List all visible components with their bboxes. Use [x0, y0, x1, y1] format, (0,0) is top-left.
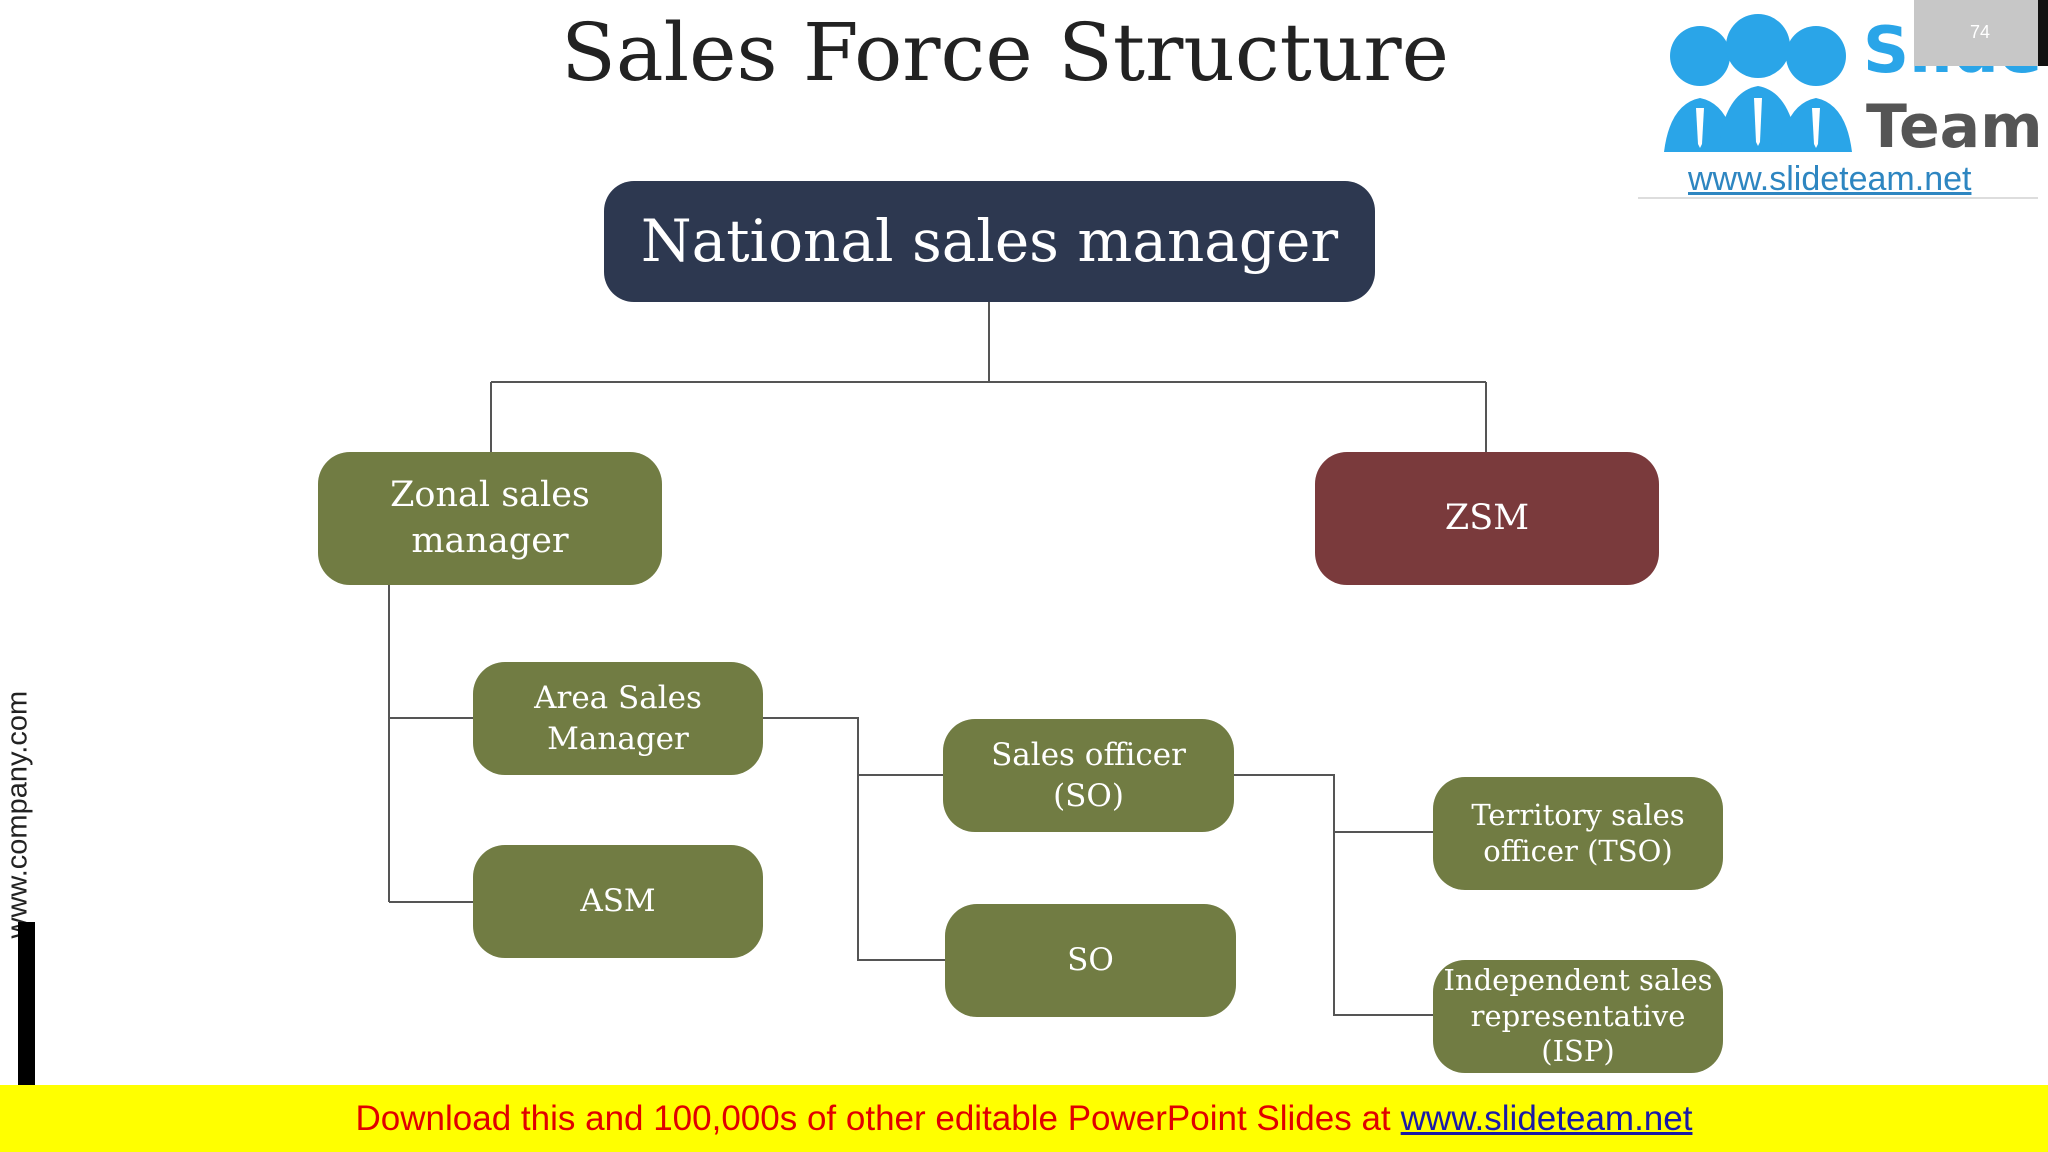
people-icon — [1664, 14, 1852, 152]
node-label: Zonal sales manager — [390, 475, 590, 561]
slide-title: Sales Force Structure — [561, 6, 1449, 99]
node-area-sales-manager: Area Sales Manager — [473, 662, 763, 775]
node-label: National sales manager — [640, 206, 1339, 275]
node-label: Independent sales representative (ISP) — [1443, 963, 1713, 1069]
page-number-tab — [1914, 0, 2038, 66]
node-label: ZSM — [1444, 497, 1530, 538]
connector-national-to-zones — [490, 302, 1487, 452]
edge-bar — [2038, 0, 2048, 66]
node-label: Area Sales Manager — [534, 680, 702, 757]
node-label: SO — [1067, 942, 1114, 979]
node-territory-sales-officer: Territory sales officer (TSO) — [1433, 777, 1723, 890]
node-zsm: ZSM — [1315, 452, 1659, 585]
connector-zonal-to-area — [388, 585, 473, 903]
connector-officer-to-territory — [1233, 774, 1433, 1016]
node-zonal-sales-manager: Zonal sales manager — [318, 452, 662, 585]
banner-link[interactable]: www.slideteam.net — [1400, 1098, 1693, 1138]
node-sales-officer: Sales officer (SO) — [943, 719, 1234, 832]
connector-area-to-officers — [762, 717, 945, 961]
node-label: Sales officer (SO) — [991, 737, 1186, 814]
logo-team-text: Team — [1866, 92, 2043, 162]
download-banner: Download this and 100,000s of other edit… — [0, 1085, 2048, 1152]
banner-text: Download this and 100,000s of other edit… — [355, 1098, 1391, 1138]
node-label: ASM — [580, 883, 656, 920]
node-label: Territory sales officer (TSO) — [1471, 798, 1685, 868]
page-number: 74 — [1970, 22, 1991, 42]
logo-url-link[interactable]: www.slideteam.net — [1688, 160, 1972, 198]
node-national-sales-manager: National sales manager — [604, 181, 1375, 302]
side-company-url: www.company.com — [1, 690, 34, 939]
node-asm: ASM — [473, 845, 763, 958]
node-so: SO — [945, 904, 1236, 1017]
node-independent-sales-representative: Independent sales representative (ISP) — [1433, 960, 1723, 1073]
side-accent-bar — [18, 922, 35, 1085]
